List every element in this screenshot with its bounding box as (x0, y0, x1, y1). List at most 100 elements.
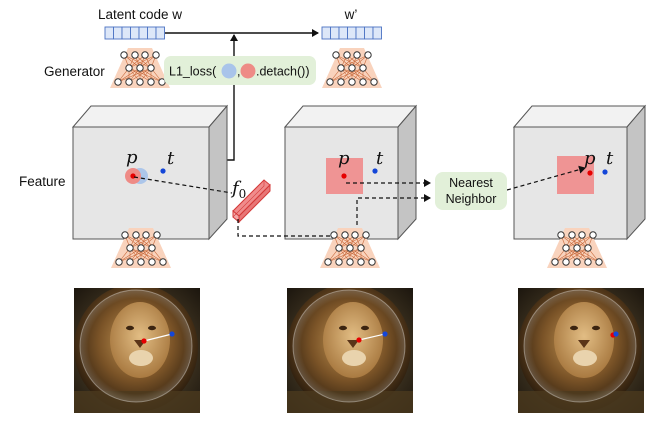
l1-loss-box: L1_loss( , .detach()) (164, 56, 316, 85)
generator-node (337, 64, 345, 72)
generator-node (346, 244, 354, 252)
generator-node (147, 64, 155, 72)
latent-cell (130, 26, 140, 40)
generator-node (335, 244, 343, 252)
generator-node (348, 64, 356, 72)
handle-point-p-2 (341, 173, 347, 179)
generator-edge (128, 67, 152, 83)
generator-edge (338, 234, 367, 249)
generator-node (573, 244, 581, 252)
generator-node (120, 51, 128, 59)
generator-node (359, 78, 367, 86)
generator-node (152, 51, 160, 59)
generator-node (330, 231, 338, 239)
generator-node (137, 258, 145, 266)
generator-network-bottom-2 (320, 228, 380, 268)
latent-cell (372, 26, 382, 40)
generator-node (343, 51, 351, 59)
generator-node (346, 258, 354, 266)
generator-edge (118, 247, 153, 263)
symbol-t-3: t (606, 148, 614, 169)
lion-photo (518, 288, 644, 413)
generator-node (364, 51, 372, 59)
latent-code-label: Latent code w (98, 7, 182, 22)
generator-node (136, 78, 144, 86)
target-point-t-3 (602, 169, 608, 175)
generator-node (125, 78, 133, 86)
generator-node (348, 78, 356, 86)
generator-edge (329, 67, 353, 83)
lion-image-1 (74, 288, 200, 413)
generator-node (114, 78, 122, 86)
generator-node (148, 258, 156, 266)
generator-node (584, 258, 592, 266)
generator-node (357, 244, 365, 252)
dashed-p-to-f0 (133, 176, 233, 194)
generator-node (142, 231, 150, 239)
feature-cube-1: p t (71, 104, 229, 241)
symbol-f0: f0 (230, 178, 246, 201)
generator-node (351, 231, 359, 239)
drag-arrow (143, 333, 173, 342)
latent-cell (138, 26, 148, 40)
generator-edge (129, 234, 158, 249)
generator-label: Generator (44, 64, 105, 79)
handle-point-p-3 (587, 170, 593, 176)
loss-blue-blob (221, 63, 237, 79)
generator-node (353, 51, 361, 59)
edit-region-circle (79, 289, 193, 403)
generator-edge (340, 54, 369, 69)
generator-edge (554, 247, 578, 263)
drag-target-point (382, 331, 388, 337)
generator-node (158, 78, 166, 86)
generator-node (332, 51, 340, 59)
generator-node (126, 244, 134, 252)
generator-node (141, 51, 149, 59)
nearest-neighbor-box: Nearest Neighbor (435, 172, 507, 210)
symbol-t-2: t (376, 148, 384, 169)
generator-edge (117, 67, 152, 83)
generator-node (589, 231, 597, 239)
latent-cell (147, 26, 157, 40)
generator-network-top-right (322, 48, 382, 88)
latent-cell (330, 26, 340, 40)
generator-node (584, 244, 592, 252)
target-point-t (160, 168, 166, 174)
generator-network-top-left (110, 48, 170, 88)
target-point-t-2 (372, 168, 378, 174)
generator-node (568, 231, 576, 239)
generator-node (125, 64, 133, 72)
generator-node (115, 258, 123, 266)
latent-cell (321, 26, 331, 40)
generator-node (341, 231, 349, 239)
generator-edge (117, 67, 141, 83)
latent-cell (364, 26, 374, 40)
loss-separator: , (237, 65, 240, 79)
generator-node (562, 258, 570, 266)
generator-node (148, 244, 156, 252)
latent-cell (155, 26, 165, 40)
generator-node (147, 78, 155, 86)
nearest-neighbor-line1: Nearest (449, 176, 493, 190)
lion-image-2 (287, 288, 413, 413)
symbol-p-2: p (338, 148, 350, 169)
latent-cell (347, 26, 357, 40)
symbol-p-3: p (584, 148, 596, 169)
generator-node (359, 64, 367, 72)
handle-point-p (130, 173, 136, 179)
generator-node (368, 258, 376, 266)
latent-cell (355, 26, 365, 40)
generator-edge (565, 234, 594, 249)
lion-ground (518, 391, 644, 413)
generator-node (578, 231, 586, 239)
generator-node (324, 258, 332, 266)
generator-edge (128, 54, 157, 69)
generator-edge (554, 247, 589, 263)
generator-node (595, 258, 603, 266)
generator-node (551, 258, 559, 266)
lion-photo (74, 288, 200, 413)
generator-edge (338, 247, 362, 263)
drag-target-point (613, 331, 619, 337)
generator-node (153, 231, 161, 239)
generator-node (126, 258, 134, 266)
